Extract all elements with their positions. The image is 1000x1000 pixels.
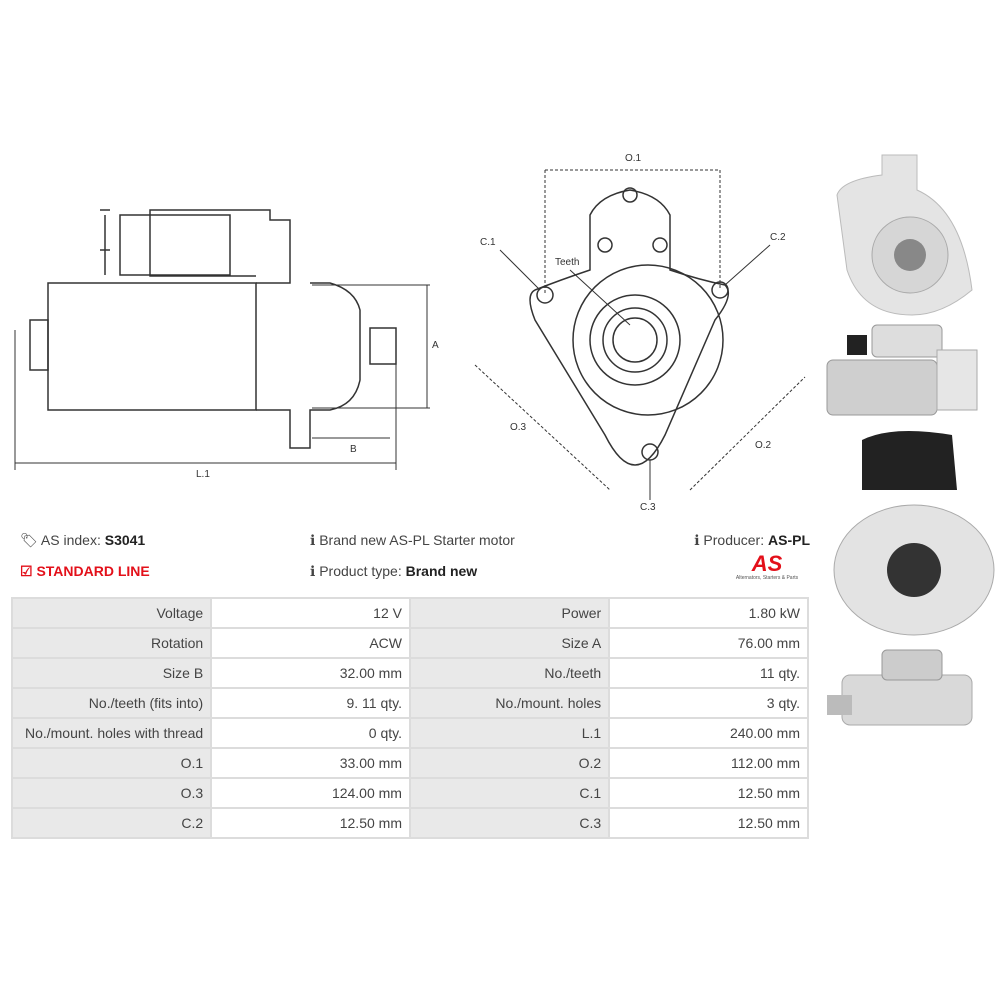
label-a: A: [432, 340, 439, 351]
spec-label: No./mount. holes with thread: [10, 717, 213, 749]
spec-label: O.2: [408, 747, 611, 779]
spec-value: ACW: [210, 627, 411, 659]
spec-label: L.1: [408, 717, 611, 749]
tag-icon: 🏷: [20, 532, 38, 548]
spec-label: O.3: [10, 777, 213, 809]
checkbox-icon: ☑: [20, 563, 33, 579]
spec-label: C.3: [408, 807, 611, 839]
label-teeth: Teeth: [555, 257, 579, 268]
producer: ℹ Producer: AS-PL: [694, 532, 810, 548]
spec-value: 240.00 mm: [608, 717, 809, 749]
label-c2: C.2: [770, 232, 786, 243]
spec-value: 12.50 mm: [210, 807, 411, 839]
label-o3: O.3: [510, 422, 527, 433]
side-view-diagram: A B L.1: [14, 209, 439, 480]
spec-value: 3 qty.: [608, 687, 809, 719]
standard-line-badge: ☑ STANDARD LINE: [20, 563, 150, 579]
photo-angle: [827, 649, 973, 726]
spec-value: 0 qty.: [210, 717, 411, 749]
product-type: ℹ Product type: Brand new: [310, 563, 478, 579]
spec-label: Rotation: [10, 627, 213, 659]
product-description: ℹ Brand new AS-PL Starter motor: [310, 532, 515, 548]
spec-label: Size B: [10, 657, 213, 689]
photo-side: [826, 324, 978, 416]
photo-front: [836, 154, 973, 316]
info-icon: ℹ: [310, 532, 316, 548]
as-index: 🏷 AS index: S3041: [20, 532, 146, 548]
spec-value: 9. 11 qty.: [210, 687, 411, 719]
spec-label: C.1: [408, 777, 611, 809]
info-icon: ℹ: [694, 532, 700, 548]
as-pl-logo: AS Alternators, Starters & Parts: [735, 551, 799, 582]
label-l1: L.1: [196, 469, 210, 480]
spec-label: No./teeth (fits into): [10, 687, 213, 719]
label-b: B: [350, 444, 357, 455]
product-photos: [826, 154, 995, 726]
label-c3: C.3: [640, 502, 656, 513]
spec-value: 124.00 mm: [210, 777, 411, 809]
spec-row: No./teeth (fits into)9. 11 qty.No./mount…: [10, 687, 809, 719]
spec-value: 33.00 mm: [210, 747, 411, 779]
info-icon: ℹ: [310, 563, 316, 579]
spec-label: Size A: [408, 627, 611, 659]
spec-value: 12.50 mm: [608, 807, 809, 839]
spec-value: 12 V: [210, 597, 411, 629]
label-o2: O.2: [755, 440, 772, 451]
spec-value: 32.00 mm: [210, 657, 411, 689]
spec-label: Voltage: [10, 597, 213, 629]
spec-label: O.1: [10, 747, 213, 779]
spec-label: No./mount. holes: [408, 687, 611, 719]
spec-label: C.2: [10, 807, 213, 839]
spec-value: 12.50 mm: [608, 777, 809, 809]
spec-value: 76.00 mm: [608, 627, 809, 659]
spec-value: 1.80 kW: [608, 597, 809, 629]
photo-rear: [833, 431, 995, 636]
label-o1: O.1: [625, 153, 642, 164]
spec-value: 112.00 mm: [608, 747, 809, 779]
spec-label: Power: [408, 597, 611, 629]
label-c1: C.1: [480, 237, 496, 248]
spec-label: No./teeth: [408, 657, 611, 689]
front-view-diagram: O.1 C.1 C.2 Teeth O.3 O.2 C.3: [474, 153, 806, 513]
spec-value: 11 qty.: [608, 657, 809, 689]
